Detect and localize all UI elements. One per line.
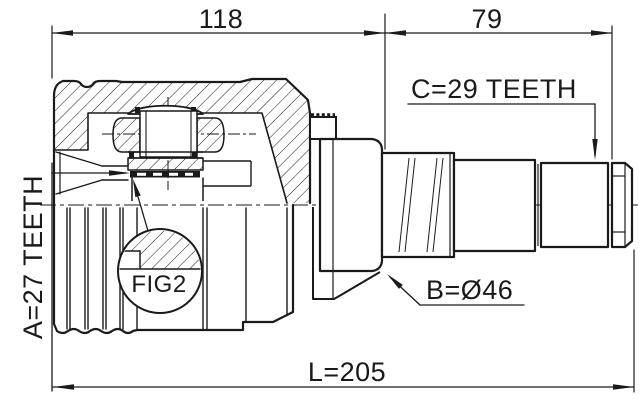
arrow-118-left — [52, 30, 73, 36]
housing-outline — [52, 77, 312, 335]
diameter-b-label: B=Ø46 — [426, 275, 513, 305]
shaft-spline-c — [539, 161, 610, 249]
spline-b-helix-marks — [398, 157, 444, 253]
fig2-detail: FIG2 — [117, 179, 203, 314]
boot-lip-lower — [312, 207, 381, 300]
drive-shaft — [312, 137, 634, 300]
spline-a-label: A=27 TEETH — [18, 175, 48, 339]
shaft-spline-b — [380, 151, 456, 259]
arrow-118-right — [364, 30, 385, 36]
roller-left — [112, 117, 141, 153]
dim-79-label: 79 — [471, 4, 502, 34]
dim-118-label: 118 — [199, 4, 244, 34]
stub-shaft-lines — [203, 160, 252, 187]
arrow-79-left — [385, 30, 406, 36]
arrow-79-right — [591, 30, 612, 36]
trunnion-bearing — [102, 97, 256, 201]
arrow-L-right — [613, 384, 634, 390]
washer-mark-left — [129, 152, 134, 158]
cap-corner-mark-right — [191, 107, 196, 113]
fig2-label: FIG2 — [131, 271, 186, 298]
diameter-b-arrow — [387, 274, 403, 289]
boot-seat-flange — [318, 137, 384, 273]
joint-housing — [52, 77, 312, 335]
housing-inner-wall — [53, 112, 288, 204]
housing-section-hatch — [54, 79, 310, 203]
arrow-L-left — [53, 384, 74, 390]
spline-c-arrow — [592, 139, 598, 160]
dimensions: 118 79 C=29 TEETH A=27 TEETH B=Ø46 L=205 — [18, 4, 635, 393]
shaft-tip — [610, 161, 634, 249]
dim-length-label: L=205 — [308, 357, 386, 387]
fig2-leader-arrow — [133, 179, 141, 198]
shaft-middle-section — [452, 158, 537, 253]
boot-clamp-body — [309, 116, 337, 140]
spider-band — [127, 157, 204, 171]
washer-mark-right — [192, 152, 197, 158]
roller-right — [196, 117, 225, 153]
trunnion-block — [139, 110, 198, 158]
spline-a-arrow — [109, 170, 130, 176]
boot-clamp — [309, 113, 337, 140]
cap-corner-mark-left — [135, 107, 140, 113]
spline-c-label: C=29 TEETH — [411, 74, 577, 104]
boot-groove-lines — [66, 207, 288, 331]
spline-a-dashes — [137, 172, 193, 176]
spline-a-band — [130, 171, 200, 178]
